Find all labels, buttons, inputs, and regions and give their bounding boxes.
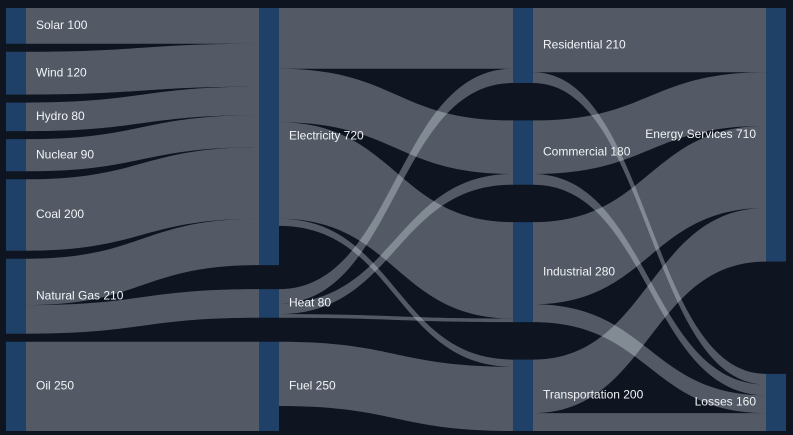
link-transportation-to-energy_services[interactable]: [533, 208, 766, 414]
link-heat-to-residential[interactable]: [279, 68, 513, 304]
node-natural_gas[interactable]: [6, 258, 26, 334]
node-label-energy_services: Energy Services 710: [645, 127, 756, 141]
link-industrial-to-losses[interactable]: [533, 304, 766, 414]
node-residential[interactable]: [513, 8, 533, 83]
node-fuel[interactable]: [259, 341, 279, 431]
link-hydro-to-electricity[interactable]: [26, 86, 259, 132]
link-natural_gas-to-heat[interactable]: [26, 289, 259, 334]
link-electricity-to-residential[interactable]: [279, 8, 513, 69]
node-oil[interactable]: [6, 341, 26, 431]
node-label-natural_gas: Natural Gas 210: [36, 288, 124, 302]
node-label-nuclear: Nuclear 90: [36, 147, 94, 161]
node-solar[interactable]: [6, 8, 26, 44]
node-coal[interactable]: [6, 179, 26, 251]
node-label-heat: Heat 80: [289, 296, 331, 310]
node-label-industrial: Industrial 280: [543, 264, 615, 278]
node-label-commercial: Commercial 180: [543, 145, 631, 159]
node-nuclear[interactable]: [6, 139, 26, 172]
link-industrial-to-energy_services[interactable]: [533, 125, 766, 305]
link-nuclear-to-electricity[interactable]: [26, 115, 259, 172]
node-label-hydro: Hydro 80: [36, 109, 85, 123]
link-electricity-to-transportation[interactable]: [279, 218, 513, 367]
links-layer: [26, 8, 766, 431]
node-hydro[interactable]: [6, 102, 26, 132]
node-label-transportation: Transportation 200: [543, 387, 644, 401]
link-electricity-to-commercial[interactable]: [279, 68, 513, 174]
link-wind-to-electricity[interactable]: [26, 43, 259, 95]
link-fuel-to-transportation[interactable]: [279, 341, 513, 431]
node-label-electricity: Electricity 720: [289, 129, 364, 143]
node-label-oil: Oil 250: [36, 379, 74, 393]
node-heat[interactable]: [259, 289, 279, 318]
node-label-coal: Coal 200: [36, 207, 84, 221]
node-label-fuel: Fuel 250: [289, 379, 336, 393]
link-residential-to-energy_services[interactable]: [533, 8, 766, 73]
node-wind[interactable]: [6, 51, 26, 95]
link-natural_gas-to-electricity[interactable]: [26, 218, 259, 306]
link-heat-to-industrial[interactable]: [279, 314, 513, 323]
link-commercial-to-energy_services[interactable]: [533, 72, 766, 174]
link-oil-to-fuel[interactable]: [26, 341, 259, 431]
link-heat-to-commercial[interactable]: [279, 174, 513, 315]
link-electricity-to-industrial[interactable]: [279, 122, 513, 319]
node-label-wind: Wind 120: [36, 65, 87, 79]
node-transportation[interactable]: [513, 359, 533, 431]
link-solar-to-electricity[interactable]: [26, 8, 259, 44]
node-electricity[interactable]: [259, 8, 279, 266]
link-commercial-to-losses[interactable]: [533, 174, 766, 396]
nodes-layer: [6, 8, 786, 431]
node-label-losses: Losses 160: [695, 395, 757, 409]
link-transportation-to-losses[interactable]: [533, 413, 766, 431]
node-label-solar: Solar 100: [36, 18, 88, 32]
node-losses[interactable]: [766, 373, 786, 431]
node-industrial[interactable]: [513, 222, 533, 323]
node-label-residential: Residential 210: [543, 38, 626, 52]
link-coal-to-electricity[interactable]: [26, 147, 259, 251]
node-commercial[interactable]: [513, 120, 533, 185]
link-residential-to-losses[interactable]: [533, 72, 766, 385]
node-energy_services[interactable]: [766, 8, 786, 262]
